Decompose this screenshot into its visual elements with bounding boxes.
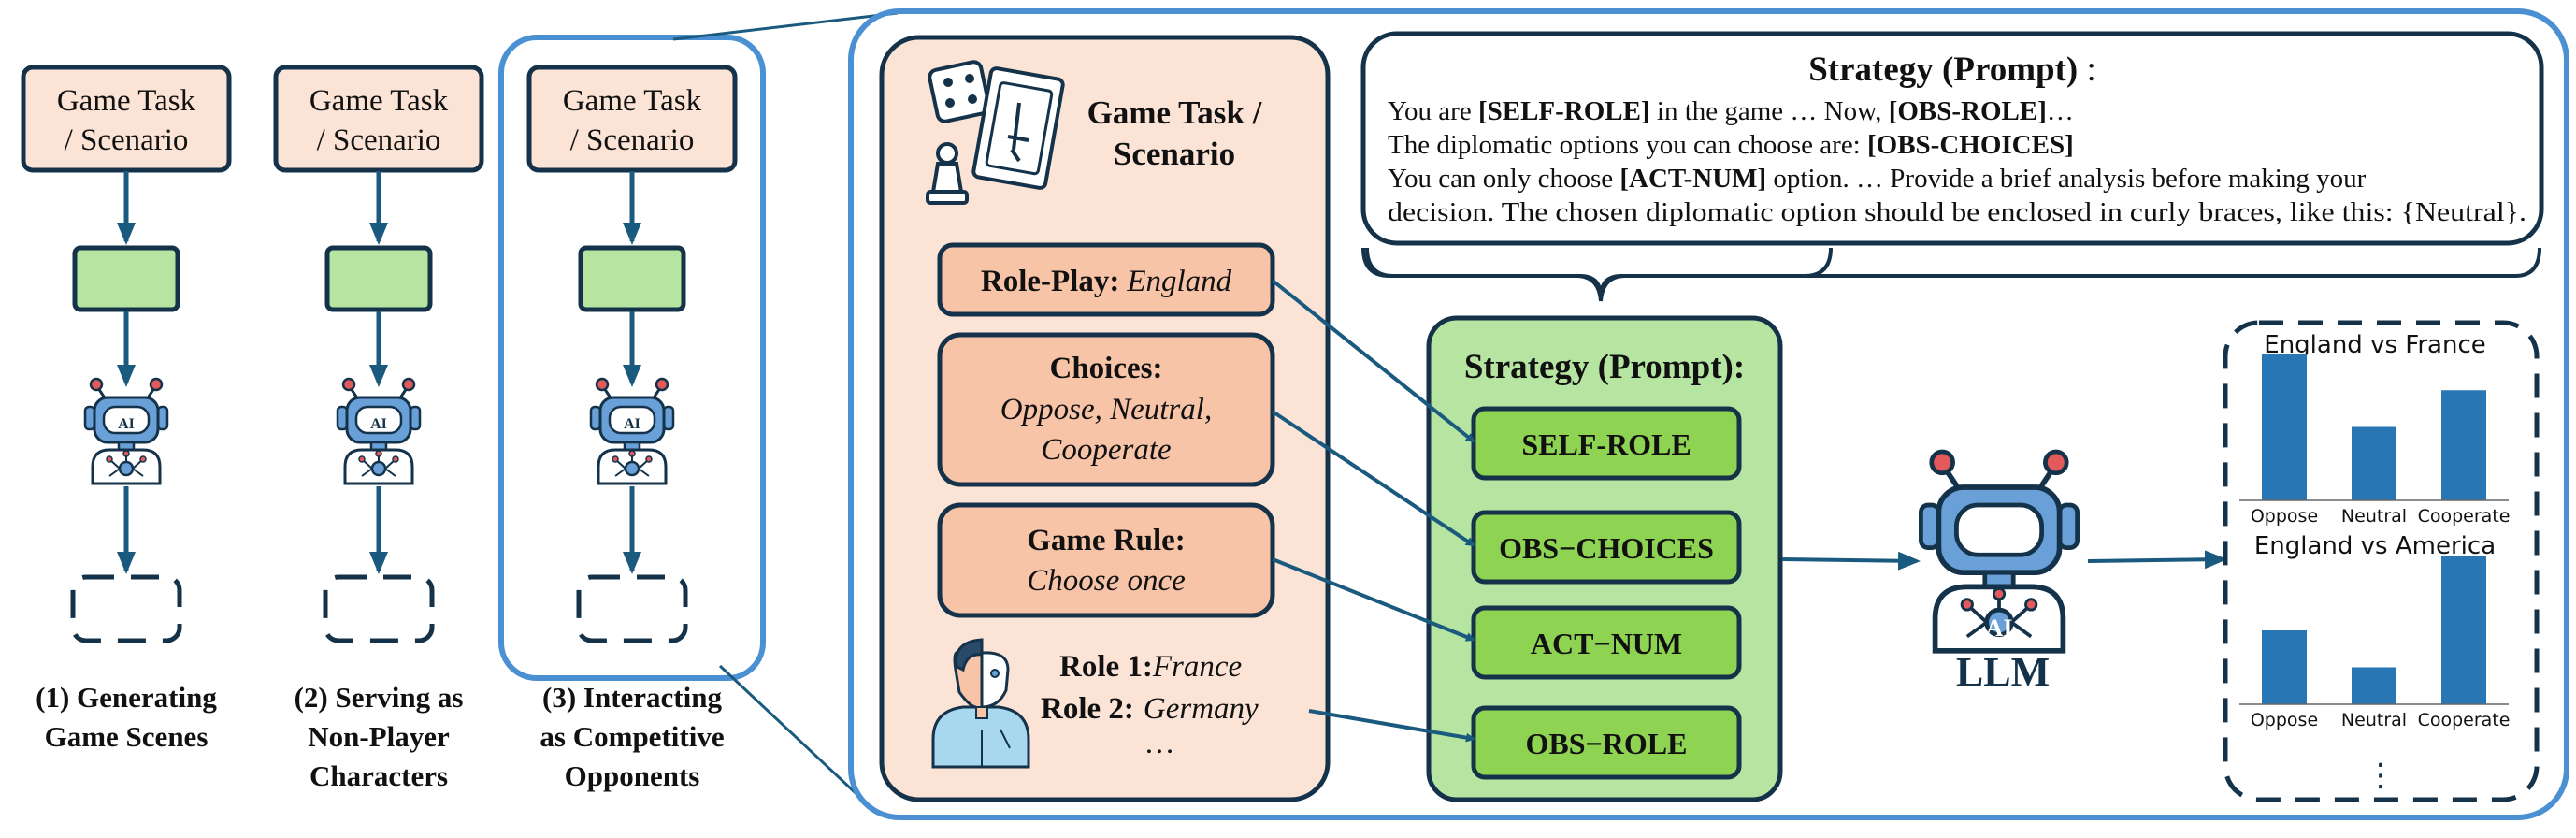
strategy-title: Strategy (Prompt):: [1464, 348, 1745, 386]
output-placeholder-box: [323, 574, 435, 643]
chart-title: England vs America: [2254, 532, 2496, 560]
llm-to-results-arrow: [2087, 550, 2227, 570]
prompt-line-3-part: option. … Provide a brief analysis befor…: [1766, 164, 2366, 194]
ai-badge-text: AI: [370, 416, 387, 432]
bar: [2262, 630, 2307, 704]
prompt-line-1-part: [SELF-ROLE]: [1478, 96, 1650, 126]
bar: [2441, 390, 2486, 500]
choices-value: Oppose, Neutral,Cooperate: [1000, 393, 1212, 467]
strategy-slot: SELF-ROLE: [1471, 406, 1742, 481]
strategy-slot: OBS−CHOICES: [1471, 510, 1742, 585]
tick-label: Neutral: [2341, 710, 2407, 730]
bar: [2262, 354, 2307, 500]
role1-text-part: Role 1:: [1059, 650, 1153, 684]
bar: [2352, 426, 2396, 500]
human-robot-icon: [931, 638, 1030, 769]
scenario-label: Game Task/ Scenario: [563, 84, 702, 157]
strategy-slot: ACT−NUM: [1471, 605, 1742, 680]
role-play-text-part: Role-Play:: [981, 265, 1119, 298]
strategy-box: [578, 245, 686, 312]
strategy-slot-label: SELF-ROLE: [1521, 427, 1691, 461]
tick-label: Cooperate: [2418, 506, 2511, 527]
game-rule-value: Choose once: [1027, 564, 1186, 598]
strategy-slot: OBS−ROLE: [1471, 705, 1742, 780]
game-rule-box: [937, 502, 1275, 618]
game-pieces-icon: [926, 60, 1065, 205]
scenario-box: [526, 65, 738, 173]
tick-label: Oppose: [2251, 506, 2318, 527]
prompt-line-1: You are [SELF-ROLE] in the game … Now, […: [1388, 96, 2074, 126]
scenario-label: Game Task/ Scenario: [57, 84, 196, 157]
mapping-arrows: [1271, 279, 1475, 743]
prompt-line-1-part: in the game … Now,: [1650, 96, 1889, 126]
scenario-box: [273, 65, 484, 173]
tick-label: Cooperate: [2418, 710, 2511, 730]
results-more: ⋮: [2365, 757, 2396, 794]
panel3-highlight-frame: [498, 35, 766, 681]
roles-more: …: [1144, 727, 1175, 760]
zoom-connector-bottom: [718, 664, 871, 808]
prompt-title: Strategy (Prompt) :: [1808, 51, 2096, 89]
role-play-box: [937, 242, 1275, 317]
strategy-slot-label: OBS−ROLE: [1526, 727, 1688, 760]
role1-text: Role 1:France: [1059, 650, 1242, 684]
prompt-title-part: Strategy (Prompt): [1808, 51, 2078, 89]
bar: [2352, 667, 2396, 704]
output-placeholder-box: [70, 574, 182, 643]
llm-label: LLM: [1956, 649, 2050, 695]
prompt-box: [1360, 31, 2544, 246]
detail-frame: [848, 8, 2569, 820]
tick-label: Oppose: [2251, 710, 2318, 730]
output-placeholder-box: [576, 574, 688, 643]
zoom-connector-top: [672, 11, 899, 41]
role2-text-part: Germany: [1144, 692, 1259, 726]
prompt-line-1-part: …: [2047, 96, 2074, 126]
game-rule-label: Game Rule:: [1027, 524, 1186, 557]
prompt-line-4: decision. The chosen diplomatic option s…: [1388, 197, 2526, 227]
game-task-title: Game Task /Scenario: [1087, 94, 1263, 172]
prompt-line-3: You can only choose [ACT-NUM] option. … …: [1388, 164, 2367, 194]
prompt-brace-full: [1361, 247, 2541, 302]
tick-label: Neutral: [2341, 506, 2407, 527]
llm-robot-ai-label: AI: [1986, 614, 2013, 642]
prompt-line-2: The diplomatic options you can choose ar…: [1388, 130, 2074, 160]
ai-badge-text: AI: [118, 416, 135, 432]
results-frame: [2223, 320, 2540, 802]
bar: [2441, 556, 2486, 704]
strategy-box: [72, 245, 180, 312]
prompt-line-1-part: [OBS-ROLE]: [1889, 96, 2047, 126]
strategy-slot-label: ACT−NUM: [1531, 627, 1682, 660]
choices-label: Choices:: [1050, 352, 1163, 385]
prompt-line-3-part: [ACT-NUM]: [1619, 164, 1766, 194]
prompt-title-part: :: [2078, 51, 2096, 89]
prompt-line-3-part: You can only choose: [1388, 164, 1619, 194]
prompt-line-1-part: You are: [1388, 96, 1478, 126]
role-play-text-part: England: [1126, 265, 1231, 298]
choices-box: [937, 332, 1275, 487]
role2-text: Role 2: Germany: [1041, 692, 1259, 726]
strategy-to-llm-arrow: [1781, 551, 1921, 571]
strategy-slot-label: OBS−CHOICES: [1499, 531, 1714, 565]
scenario-box: [21, 65, 232, 173]
role2-text-part: Role 2:: [1041, 692, 1134, 726]
prompt-line-2-part: The diplomatic options you can choose ar…: [1388, 130, 1867, 160]
strategy-box: [324, 245, 433, 312]
ai-badge-text: AI: [624, 416, 640, 432]
scenario-label: Game Task/ Scenario: [309, 84, 449, 157]
prompt-line-2-part: [OBS-CHOICES]: [1867, 130, 2074, 160]
role1-text-part: France: [1152, 650, 1242, 684]
role-play-text: Role-Play:England: [981, 265, 1232, 298]
